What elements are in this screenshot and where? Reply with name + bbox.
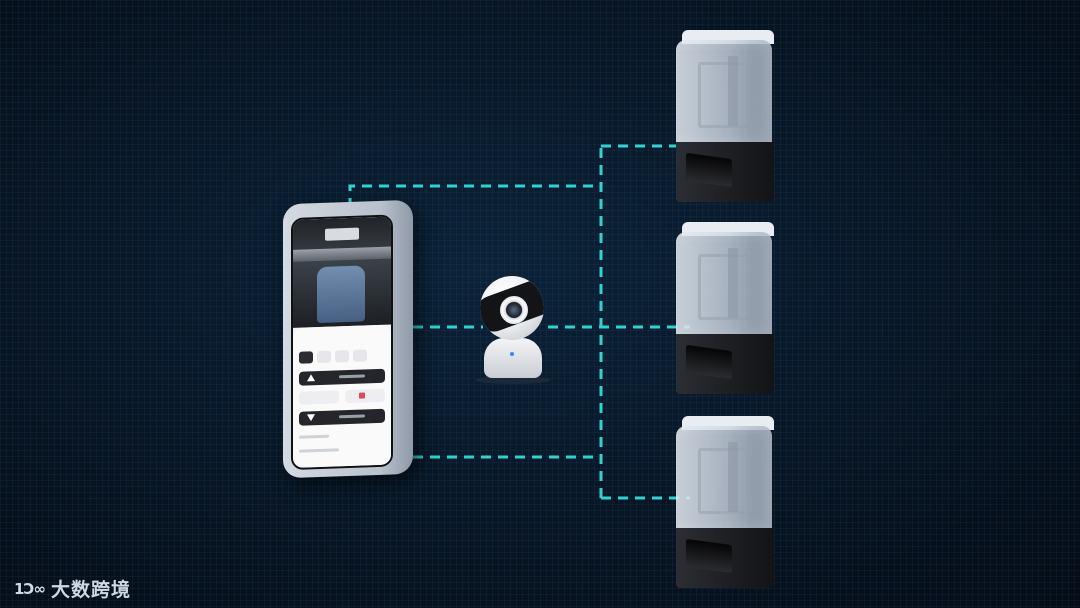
printer-cover [676,426,772,530]
home-button[interactable] [299,390,339,405]
printer-base [676,528,774,588]
panel-title [293,330,391,333]
print-control-panel [293,324,391,468]
camera-head [480,276,544,340]
move-up-button[interactable] [299,368,385,386]
step-option-1[interactable] [299,351,313,364]
resin-printer-1 [676,30,780,208]
stop-icon [359,392,365,399]
step-option-3[interactable] [335,349,349,363]
build-plate [293,246,391,262]
brand-name: 大数跨境 [50,579,131,601]
brand-logo: 1Ɔ∞ 大数跨境 [14,575,131,602]
printer-base [676,334,774,394]
step-options [299,349,367,364]
step-option-2[interactable] [317,350,331,364]
printer-base [676,142,774,202]
status-led-icon [510,352,514,356]
phone-screen [291,214,393,470]
status-line [299,434,329,439]
step-option-4[interactable] [353,349,367,362]
arrow-down-icon [307,414,315,422]
phone-device [283,199,413,479]
printer-cover [676,232,772,336]
stop-button[interactable] [345,388,385,404]
camera-lens-icon [500,296,528,324]
print-model [317,265,365,324]
camera-device [476,272,550,384]
arrow-up-icon [307,374,315,382]
action-buttons [299,388,385,405]
camera-base [484,338,542,378]
brand-mark: 1Ɔ∞ [14,579,46,598]
print-camera-view [293,216,391,328]
status-line [299,448,339,453]
printer-cover [676,40,772,144]
resin-printer-2 [676,222,780,400]
link-phone-top [348,184,601,208]
move-down-button[interactable] [299,408,385,426]
resin-printer-3 [676,416,780,594]
